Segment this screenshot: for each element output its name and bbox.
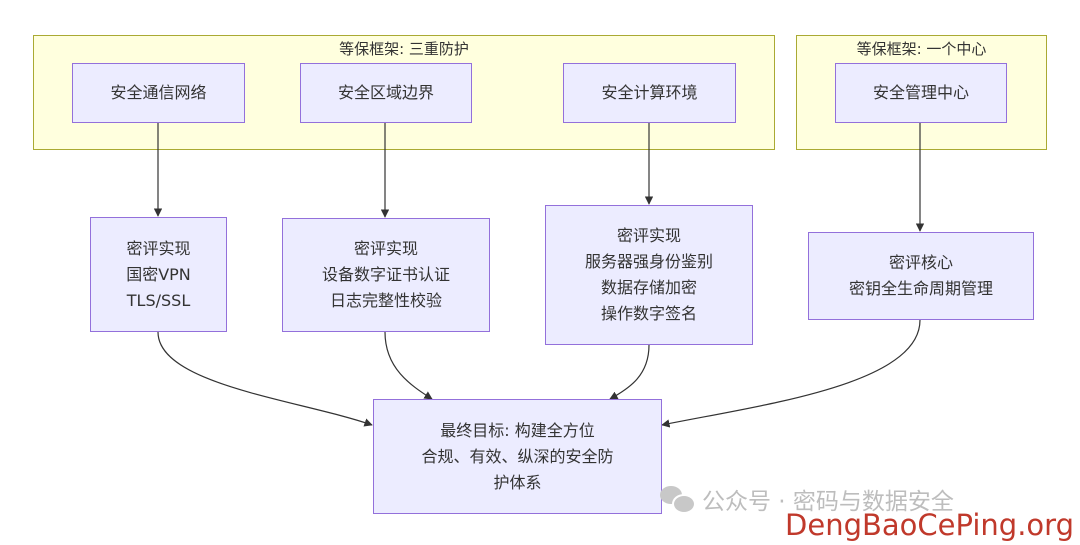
cluster-title: 等保框架: 一个中心 bbox=[856, 40, 987, 58]
node-security-management-center[interactable]: 安全管理中心 bbox=[835, 63, 1007, 123]
node-impl-boundary[interactable]: 密评实现 设备数字证书认证 日志完整性校验 bbox=[282, 218, 490, 332]
node-secure-area-boundary[interactable]: 安全区域边界 bbox=[300, 63, 472, 123]
node-line: 密评实现 bbox=[616, 226, 681, 245]
node-line: TLS/SSL bbox=[126, 290, 191, 310]
edge-impl-computing-goal bbox=[609, 344, 650, 400]
node-secure-computing-environment[interactable]: 安全计算环境 bbox=[563, 63, 736, 123]
node-line: 密评实现 bbox=[353, 239, 418, 258]
node-line: 合规、有效、纵深的安全防 bbox=[421, 446, 614, 466]
node-line: 日志完整性校验 bbox=[329, 291, 442, 310]
edge-impl-network-goal bbox=[157, 331, 373, 427]
node-line: 密评实现 bbox=[126, 238, 191, 258]
node-core-management[interactable]: 密评核心 密钥全生命周期管理 bbox=[808, 232, 1034, 320]
edge-core-goal bbox=[661, 319, 921, 428]
node-line: 密钥全生命周期管理 bbox=[848, 279, 993, 298]
watermark-text: 公众号 · 密码与数据安全 bbox=[702, 489, 954, 515]
node-label: 安全计算环境 bbox=[601, 83, 698, 102]
node-final-goal[interactable]: 最终目标: 构建全方位 合规、有效、纵深的安全防 护体系 bbox=[373, 399, 662, 514]
node-line: 设备数字证书认证 bbox=[321, 265, 450, 284]
node-line: 操作数字签名 bbox=[600, 304, 697, 323]
node-label: 安全通信网络 bbox=[110, 83, 207, 102]
cluster-title: 等保框架: 三重防护 bbox=[339, 40, 469, 58]
node-line: 服务器强身份鉴别 bbox=[584, 252, 713, 271]
edge-impl-boundary-goal bbox=[384, 331, 433, 400]
node-line: 密评核心 bbox=[888, 253, 953, 272]
node-line: 最终目标: 构建全方位 bbox=[440, 420, 595, 440]
node-impl-computing[interactable]: 密评实现 服务器强身份鉴别 数据存储加密 操作数字签名 bbox=[545, 205, 753, 345]
node-line: 数据存储加密 bbox=[600, 278, 697, 297]
wechat-icon bbox=[660, 486, 696, 514]
site-watermark: DengBaoCePing.org bbox=[785, 508, 1074, 542]
node-label: 安全区域边界 bbox=[337, 83, 434, 102]
node-impl-network[interactable]: 密评实现 国密VPN TLS/SSL bbox=[90, 217, 227, 332]
watermark: 公众号 · 密码与数据安全 bbox=[660, 482, 954, 516]
node-secure-communication-network[interactable]: 安全通信网络 bbox=[72, 63, 245, 123]
node-label: 安全管理中心 bbox=[872, 83, 969, 102]
node-line: 国密VPN bbox=[126, 264, 191, 284]
node-line: 护体系 bbox=[493, 472, 542, 492]
